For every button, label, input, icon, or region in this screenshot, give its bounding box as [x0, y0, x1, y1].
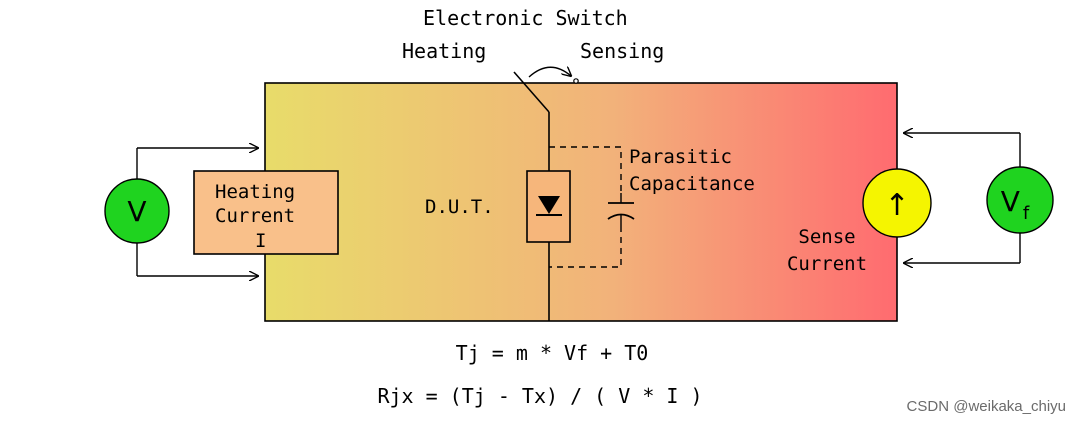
- equation-tj: Tj = m * Vf + T0: [456, 341, 649, 365]
- watermark: CSDN @weikaka_chiyu: [907, 398, 1066, 415]
- switch-title: Electronic Switch: [423, 6, 628, 30]
- heating-current-label-line2: Current: [215, 205, 295, 227]
- equation-rjx: Rjx = (Tj - Tx) / ( V * I ): [377, 384, 702, 408]
- voltmeter-right-subscript: f: [1023, 203, 1030, 224]
- heating-current-label-line3: I: [255, 230, 266, 252]
- current-source-icon: [862, 168, 932, 238]
- switch-toggle-arrow: [528, 67, 571, 77]
- heating-current-label-line1: Heating: [215, 181, 295, 203]
- parasitic-dashed-loop: [549, 146, 622, 268]
- voltmeter-right-icon: [986, 166, 1054, 234]
- switch-blade: [513, 71, 550, 113]
- current-source-arrow: ↑: [884, 188, 909, 223]
- voltmeter-left-icon: [104, 178, 170, 244]
- heating-current-box: [193, 170, 339, 255]
- capacitor-plate-bottom: [607, 213, 635, 220]
- diode-icon: [538, 196, 560, 214]
- sensing-label: Sensing: [580, 39, 664, 63]
- sense-current-label-line2: Current: [787, 253, 867, 275]
- sense-current-label-line1: Sense: [798, 226, 855, 248]
- voltmeter-left-label: V: [127, 195, 146, 228]
- heating-label: Heating: [402, 39, 486, 63]
- voltmeter-right-main: V: [1001, 185, 1020, 218]
- switch-contact-sensing: [573, 78, 579, 84]
- dut-label: D.U.T.: [425, 196, 494, 218]
- dut-panel: [264, 82, 898, 322]
- parasitic-label-line1: Parasitic: [629, 146, 732, 168]
- parasitic-label-line2: Capacitance: [629, 173, 755, 195]
